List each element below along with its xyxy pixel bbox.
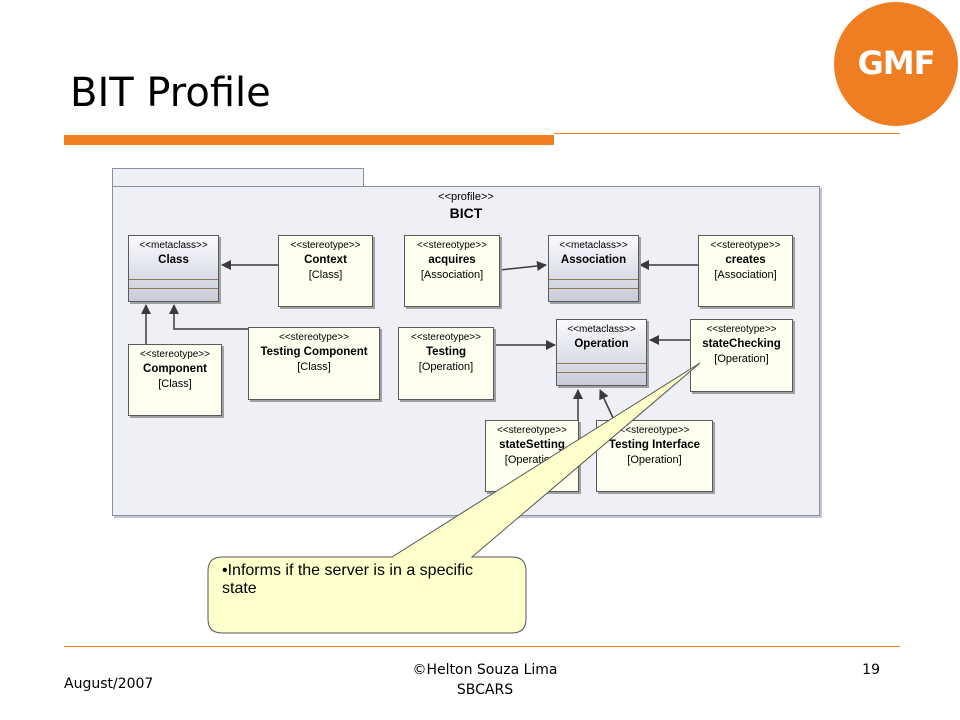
stereotype-testing-component-stereotype: <<stereotype>>: [278, 332, 350, 343]
stereotype-acquires-box: <<stereotype>> acquires [Association]: [404, 235, 500, 307]
stereotype-testing-component-name: Testing Component: [260, 346, 368, 358]
gmf-logo-text: GMF: [857, 44, 936, 82]
stereotype-acquires-extends: [Association]: [420, 269, 484, 281]
profile-package-tab: [112, 168, 364, 189]
extension-acquires-association: [499, 261, 547, 271]
footer-divider: [64, 646, 900, 647]
gmf-logo: [834, 2, 958, 126]
footer-date: August/2007: [64, 676, 154, 692]
stereotype-testing-interface-name: Testing Interface: [608, 439, 701, 451]
stereotype-component-box: <<stereotype>> Component [Class]: [128, 344, 222, 416]
stereotype-testing-stereotype: <<stereotype>>: [410, 332, 482, 343]
stereotype-state-setting-name: stateSetting: [499, 439, 565, 451]
stereotype-context-extends: [Class]: [308, 269, 343, 281]
stereotype-testing-interface-box: <<stereotype>> Testing Interface [Operat…: [596, 420, 713, 492]
metaclass-class-name: Class: [158, 254, 189, 266]
callout-text: •Informs if the server is in a specific …: [222, 562, 474, 597]
stereotype-state-checking-stereotype: <<stereotype>>: [706, 324, 777, 335]
stereotype-creates-extends: [Association]: [714, 269, 777, 281]
stereotype-component-name: Component: [143, 363, 207, 375]
metaclass-association-name: Association: [560, 254, 627, 266]
title-underline-thin: [554, 133, 900, 134]
metaclass-class-box: <<metaclass>> Class: [128, 235, 219, 302]
metaclass-operation-stereotype: <<metaclass>>: [567, 324, 636, 335]
stereotype-testing-extends: [Operation]: [418, 361, 474, 373]
stereotype-component-stereotype: <<stereotype>>: [139, 349, 211, 360]
footer-event: SBCARS: [456, 682, 514, 698]
extension-testing-component-class: [169, 304, 248, 330]
stereotype-testing-box: <<stereotype>> Testing [Operation]: [398, 327, 494, 400]
footer-author: ©Helton Souza Lima: [412, 662, 558, 678]
metaclass-association-stereotype: <<metaclass>>: [559, 240, 628, 251]
stereotype-testing-name: Testing: [425, 346, 467, 358]
stereotype-state-checking-extends: [Operation]: [714, 353, 769, 365]
stereotype-acquires-name: acquires: [428, 254, 476, 266]
metaclass-operation-box: <<metaclass>> Operation: [556, 319, 647, 386]
stereotype-testing-interface-extends: [Operation]: [627, 454, 682, 466]
stereotype-context-stereotype: <<stereotype>>: [290, 240, 361, 251]
extension-testing-interface-operation: [599, 389, 615, 421]
slide-title: BIT Profile: [70, 70, 271, 116]
stereotype-acquires-stereotype: <<stereotype>>: [416, 240, 488, 251]
stereotype-state-setting-stereotype: <<stereotype>>: [496, 425, 568, 436]
stereotype-testing-interface-stereotype: <<stereotype>>: [619, 425, 690, 436]
stereotype-component-extends: [Class]: [158, 378, 192, 390]
stereotype-context-box: <<stereotype>> Context [Class]: [278, 235, 373, 307]
stereotype-creates-stereotype: <<stereotype>>: [710, 240, 781, 251]
metaclass-association-box: <<metaclass>> Association: [548, 235, 639, 302]
stereotype-context-name: Context: [304, 254, 347, 266]
stereotype-state-checking-name: stateChecking: [702, 338, 781, 350]
stereotype-testing-component-box: <<stereotype>> Testing Component [Class]: [248, 327, 380, 400]
stereotype-creates-name: creates: [725, 254, 766, 266]
metaclass-operation-name: Operation: [574, 338, 629, 350]
stereotype-state-checking-box: <<stereotype>> stateChecking [Operation]: [690, 319, 793, 392]
metaclass-class-stereotype: <<metaclass>>: [139, 240, 208, 251]
stereotype-testing-component-extends: [Class]: [297, 361, 331, 373]
profile-stereotype: <<profile>>: [438, 191, 494, 203]
profile-name: BICT: [449, 205, 483, 221]
stereotype-creates-box: <<stereotype>> creates [Association]: [698, 235, 793, 307]
title-underline-thick: [64, 135, 554, 145]
footer-page-number: 19: [862, 662, 880, 678]
